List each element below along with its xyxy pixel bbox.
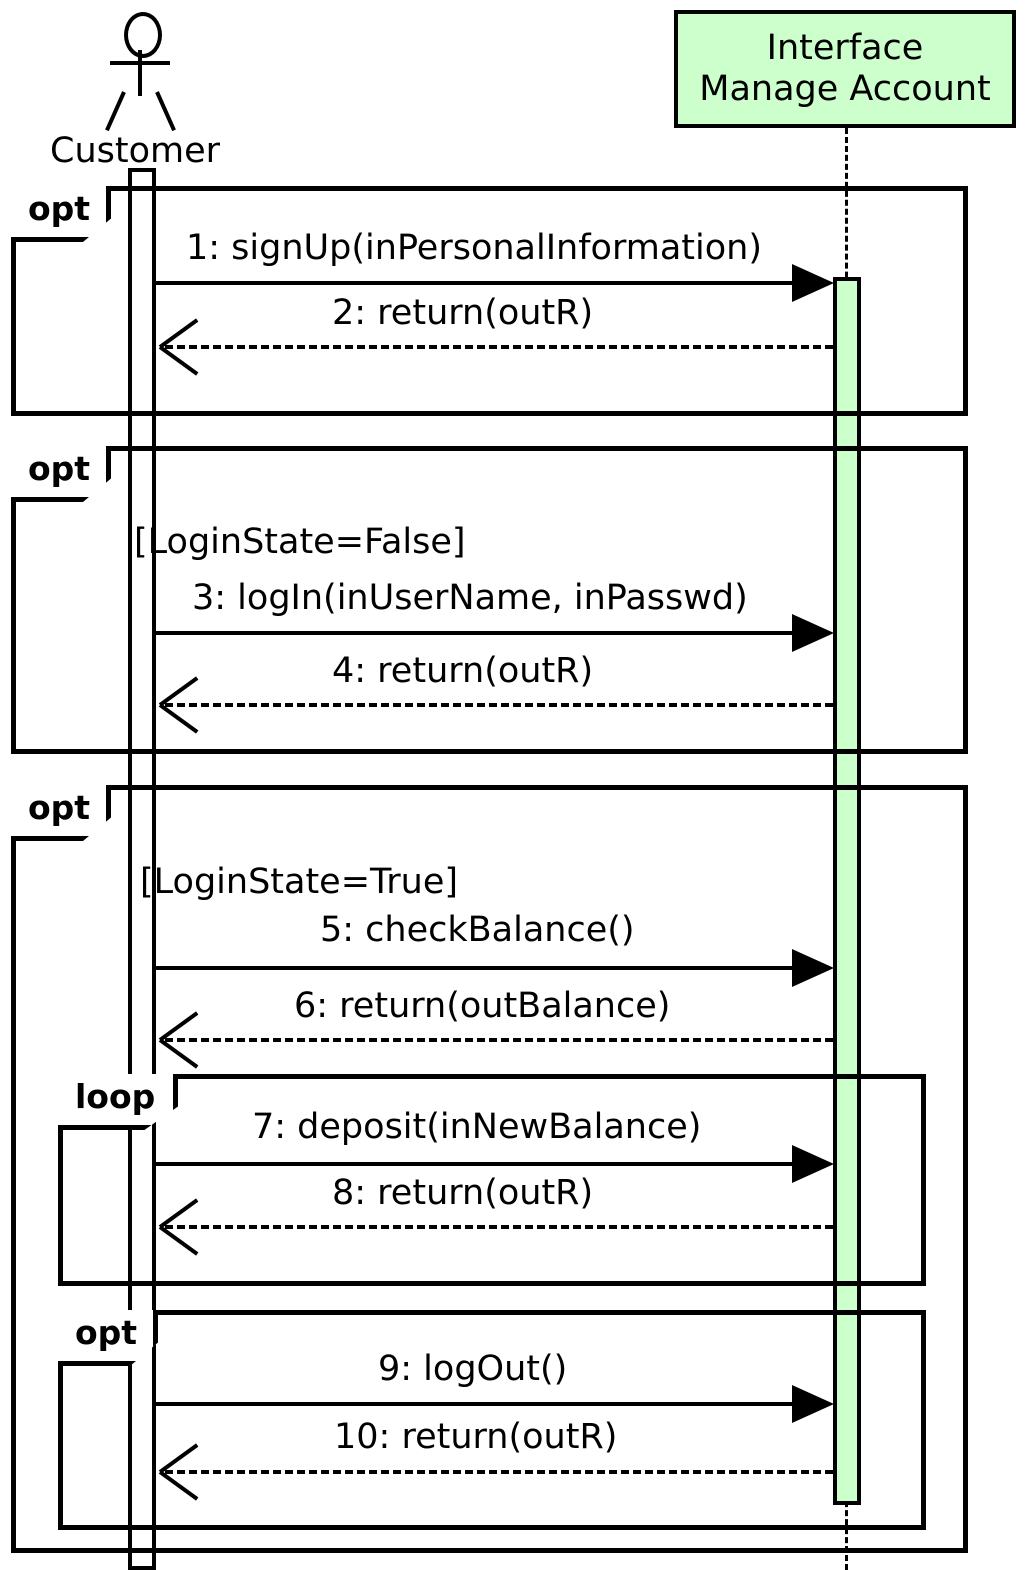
message-line-1: [156, 281, 798, 285]
fragment-opt-login: [11, 446, 968, 754]
message-label-9: 9: logOut(): [378, 1349, 568, 1389]
message-line-8: [165, 1225, 833, 1229]
actor-body-icon: [138, 50, 142, 96]
message-arrowhead-1: [792, 264, 834, 302]
actor-leg-right-icon: [155, 91, 176, 132]
message-line-4: [165, 703, 833, 707]
message-label-8: 8: return(outR): [332, 1173, 594, 1213]
participant-interface-manage-account: Interface Manage Account: [674, 10, 1016, 128]
message-arrowhead-7: [792, 1145, 834, 1183]
message-arrowhead-2: [158, 318, 199, 376]
activation-interface: [833, 277, 861, 1505]
message-line-10: [165, 1470, 833, 1474]
fragment-guard-2: [LoginState=False]: [134, 522, 466, 562]
message-label-4: 4: return(outR): [332, 651, 594, 691]
message-label-10: 10: return(outR): [334, 1417, 618, 1457]
fragment-opt-session: [11, 785, 968, 1553]
participant-line-2: Manage Account: [699, 69, 991, 109]
actor-arms-icon: [110, 61, 170, 65]
message-line-6: [165, 1038, 833, 1042]
message-arrowhead-5: [792, 949, 834, 987]
message-arrowhead-6: [158, 1011, 199, 1069]
message-line-9: [156, 1402, 798, 1406]
message-label-7: 7: deposit(inNewBalance): [252, 1107, 702, 1147]
message-label-1: 1: signUp(inPersonalInformation): [186, 228, 762, 268]
actor-label-customer: Customer: [50, 131, 221, 171]
message-arrowhead-10: [158, 1443, 199, 1501]
message-arrowhead-8: [158, 1198, 199, 1256]
participant-line-1: Interface: [766, 28, 924, 69]
message-label-3: 3: logIn(inUserName, inPasswd): [192, 578, 748, 618]
message-line-2: [165, 345, 833, 349]
fragment-guard-3: [LoginState=True]: [140, 862, 459, 902]
message-line-3: [156, 631, 798, 635]
message-label-5: 5: checkBalance(): [320, 910, 635, 950]
message-label-6: 6: return(outBalance): [294, 986, 671, 1026]
fragment-loop-deposit: [58, 1074, 926, 1286]
fragment-opt-logout: [58, 1310, 926, 1530]
message-arrowhead-3: [792, 614, 834, 652]
actor-leg-left-icon: [105, 91, 126, 132]
message-line-7: [156, 1162, 798, 1166]
message-arrowhead-4: [158, 676, 199, 734]
message-line-5: [156, 966, 798, 970]
actor-head-icon: [124, 12, 162, 58]
message-arrowhead-9: [792, 1385, 834, 1423]
fragment-opt-signup: [11, 186, 968, 416]
message-label-2: 2: return(outR): [332, 293, 594, 333]
